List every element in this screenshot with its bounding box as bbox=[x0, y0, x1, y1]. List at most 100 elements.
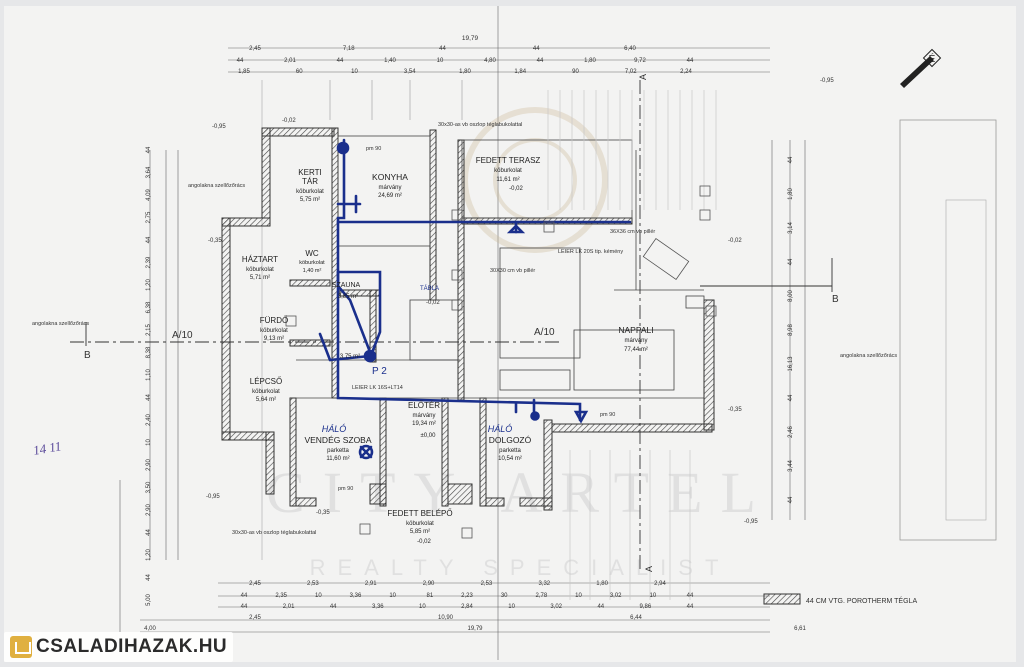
dimension-label: 44 bbox=[146, 529, 152, 536]
room-eloter: ELŐTÉR márvány 19,34 m² ±0,00 bbox=[408, 401, 440, 439]
pillar-note-right: 36X36 cm vb pillér bbox=[610, 229, 655, 235]
room-name: VENDÉG SZOBA bbox=[304, 435, 371, 445]
room-szauna: SZAUNA 3,85 m² bbox=[332, 282, 361, 300]
room-fedett-belepo: FEDETT BELÉPŐ köburkolat 5,85 m² -0,02 bbox=[387, 509, 452, 545]
dimension-label: 1,20 bbox=[146, 549, 152, 561]
dimension-label: 9,86 bbox=[640, 604, 652, 610]
dimension-label: 2,75 bbox=[146, 211, 152, 223]
dimension-label: 10 bbox=[351, 69, 358, 75]
p2-marker: P 2 bbox=[372, 366, 387, 377]
room-area: 24,69 m² bbox=[378, 193, 402, 199]
dimension-label: 10 bbox=[508, 604, 515, 610]
title-block-right bbox=[899, 119, 997, 541]
room-name-2: TÁR bbox=[302, 177, 318, 186]
section-a10-mid: A/10 bbox=[534, 327, 555, 338]
dimension-label: 90 bbox=[572, 69, 579, 75]
dimension-label: 2,53 bbox=[481, 581, 493, 587]
dimension-label: 44 bbox=[241, 604, 248, 610]
pillar-note-mid: 30X30 cm vb pillér bbox=[490, 268, 535, 274]
dimension-label: 1,80 bbox=[584, 58, 596, 64]
dimension-label: 3,44 bbox=[788, 460, 794, 472]
level-mark: -0,95 bbox=[744, 519, 758, 525]
dimension-label: 3,36 bbox=[350, 593, 362, 599]
dimension-label: 44 bbox=[788, 258, 794, 265]
room-floor: márvány bbox=[624, 338, 647, 344]
dimension-label: 1,85 bbox=[238, 69, 250, 75]
dimension-label: 7,02 bbox=[625, 69, 637, 75]
dimension-label: 30 bbox=[501, 593, 508, 599]
level-mark: -0,95 bbox=[820, 78, 834, 84]
dimension-label: 44 bbox=[687, 593, 694, 599]
room-floor: köburkolat bbox=[494, 168, 522, 174]
room-note: HÁLÓ bbox=[322, 424, 347, 434]
room-area: 5,64 m² bbox=[256, 397, 276, 403]
electrical-markup bbox=[318, 138, 632, 460]
dimension-label: 5,00 bbox=[146, 594, 152, 606]
dimension-label: 1,80 bbox=[596, 581, 608, 587]
dimension-label: 2,94 bbox=[654, 581, 666, 587]
dimension-label: 1,80 bbox=[788, 188, 794, 200]
dimension-label: 4,80 bbox=[484, 58, 496, 64]
room-lepcso: LÉPCSŐ köburkolat 5,64 m² bbox=[250, 377, 282, 403]
dimension-label: 44 bbox=[687, 604, 694, 610]
room-name: FÜRDŐ bbox=[260, 316, 288, 325]
dimension-label: 10 bbox=[315, 593, 322, 599]
dimension-label: 44 bbox=[533, 46, 540, 52]
dimension-label: 2,53 bbox=[307, 581, 319, 587]
dimension-label: 2,45 bbox=[249, 615, 261, 621]
room-floor: köburkolat bbox=[296, 189, 324, 195]
dimension-label: 19,79 bbox=[467, 626, 483, 632]
room-level: -0,02 bbox=[509, 186, 523, 192]
room-dolgozo: HÁLÓ DOLGOZÓ parketta 10,54 m² bbox=[488, 424, 532, 462]
room-name: SZAUNA bbox=[332, 282, 361, 289]
dimension-label: 44 bbox=[788, 156, 794, 163]
room-kamra: 3,75 m² bbox=[340, 354, 360, 360]
dimension-label: 60 bbox=[296, 69, 303, 75]
dimension-label: 3,64 bbox=[146, 166, 152, 178]
room-name: NAPPALI bbox=[618, 325, 653, 335]
watermark-subtitle: REALTY SPECIALIST bbox=[310, 555, 731, 580]
dimension-label: 1,40 bbox=[384, 58, 396, 64]
room-name: FEDETT TERASZ bbox=[476, 156, 541, 165]
dimension-label: 2,35 bbox=[275, 593, 287, 599]
room-area: 5,71 m² bbox=[250, 275, 270, 281]
dimension-label: 1,20 bbox=[146, 279, 152, 291]
room-floor: parketta bbox=[499, 448, 521, 454]
section-a-bottom: A bbox=[644, 566, 654, 572]
dimension-label: 9,72 bbox=[634, 58, 646, 64]
room-floor: márvány bbox=[378, 185, 401, 191]
dimension-label: 10 bbox=[389, 593, 396, 599]
room-floor: köburkolat bbox=[252, 389, 280, 395]
room-wc: WC köburkolat 1,40 m² bbox=[299, 249, 325, 274]
leier-note: LEIER LK 16S+LT14 bbox=[352, 385, 403, 391]
section-lines bbox=[70, 80, 833, 570]
dimension-label: 2,40 bbox=[146, 414, 152, 426]
level-mark: -0,02 bbox=[728, 238, 742, 244]
site-badge[interactable]: CSALADIHAZAK.HU bbox=[4, 632, 234, 662]
room-note: HÁLÓ bbox=[488, 424, 513, 434]
room-area: 11,61 m² bbox=[496, 177, 519, 183]
dimensions-left: 443,644,092,75442,391,206,382,158,381,10… bbox=[146, 146, 152, 606]
dimension-label: 44 bbox=[788, 394, 794, 401]
level-mark: -0,35 bbox=[316, 510, 330, 516]
level-mark: -0,02 bbox=[282, 118, 296, 124]
fixtures bbox=[285, 185, 717, 539]
dimension-label: 2,46 bbox=[788, 426, 794, 438]
dimension-label: 16,13 bbox=[788, 356, 794, 372]
room-level: ±0,00 bbox=[421, 433, 437, 439]
room-floor: köburkolat bbox=[246, 267, 274, 273]
handwritten-note: 14 11 bbox=[32, 438, 62, 458]
dimension-label: 2,39 bbox=[146, 256, 152, 268]
dimension-label: 4,09 bbox=[146, 189, 152, 201]
dimension-label: 44 bbox=[146, 236, 152, 243]
room-level: -0,02 bbox=[417, 539, 431, 545]
dimension-label: 44 bbox=[537, 58, 544, 64]
watermark-title: CITY ARTEL bbox=[266, 460, 774, 525]
tabla-note: TÁBLA bbox=[420, 285, 439, 292]
dimension-label: 2,23 bbox=[461, 593, 473, 599]
dimension-label: 44 bbox=[597, 604, 604, 610]
room-fedett-terasz: FEDETT TERASZ köburkolat 11,61 m² -0,02 bbox=[476, 156, 541, 192]
dimension-label: 44 bbox=[237, 58, 244, 64]
